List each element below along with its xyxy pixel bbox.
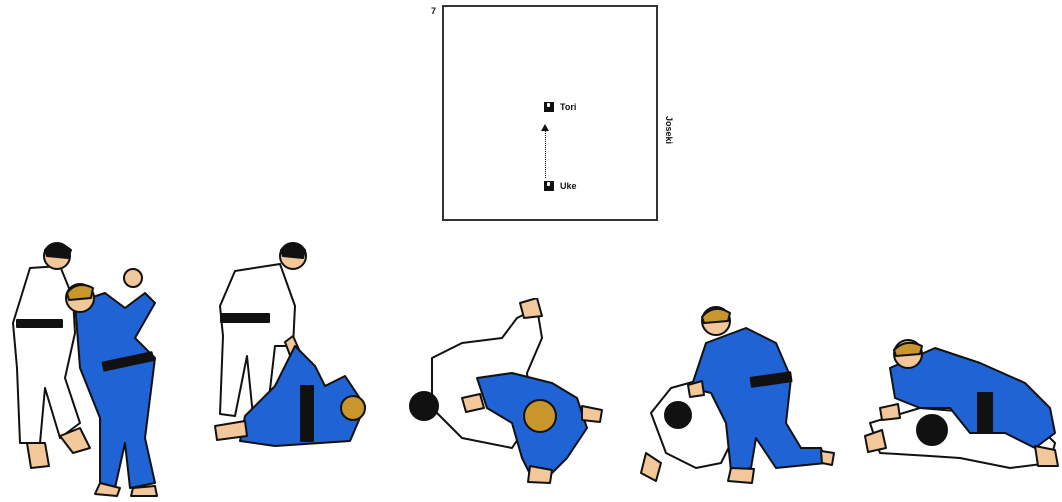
diagram-number: 7 (431, 6, 436, 16)
joseki-side-label: Joseki (662, 100, 676, 160)
tori-position-icon (544, 102, 554, 112)
uke-marker: Uke (544, 181, 577, 191)
frame-2-throw-finish (205, 236, 370, 454)
frame-1-throw-entry (5, 238, 180, 500)
frame-3-transition (402, 298, 607, 488)
uke-position-icon (544, 181, 554, 191)
frame-5-hold (860, 338, 1062, 490)
tori-label: Tori (560, 102, 576, 112)
uke-label: Uke (560, 181, 577, 191)
frame-4-control (636, 303, 836, 488)
movement-arrow-line (545, 130, 546, 178)
tori-marker: Tori (544, 102, 576, 112)
